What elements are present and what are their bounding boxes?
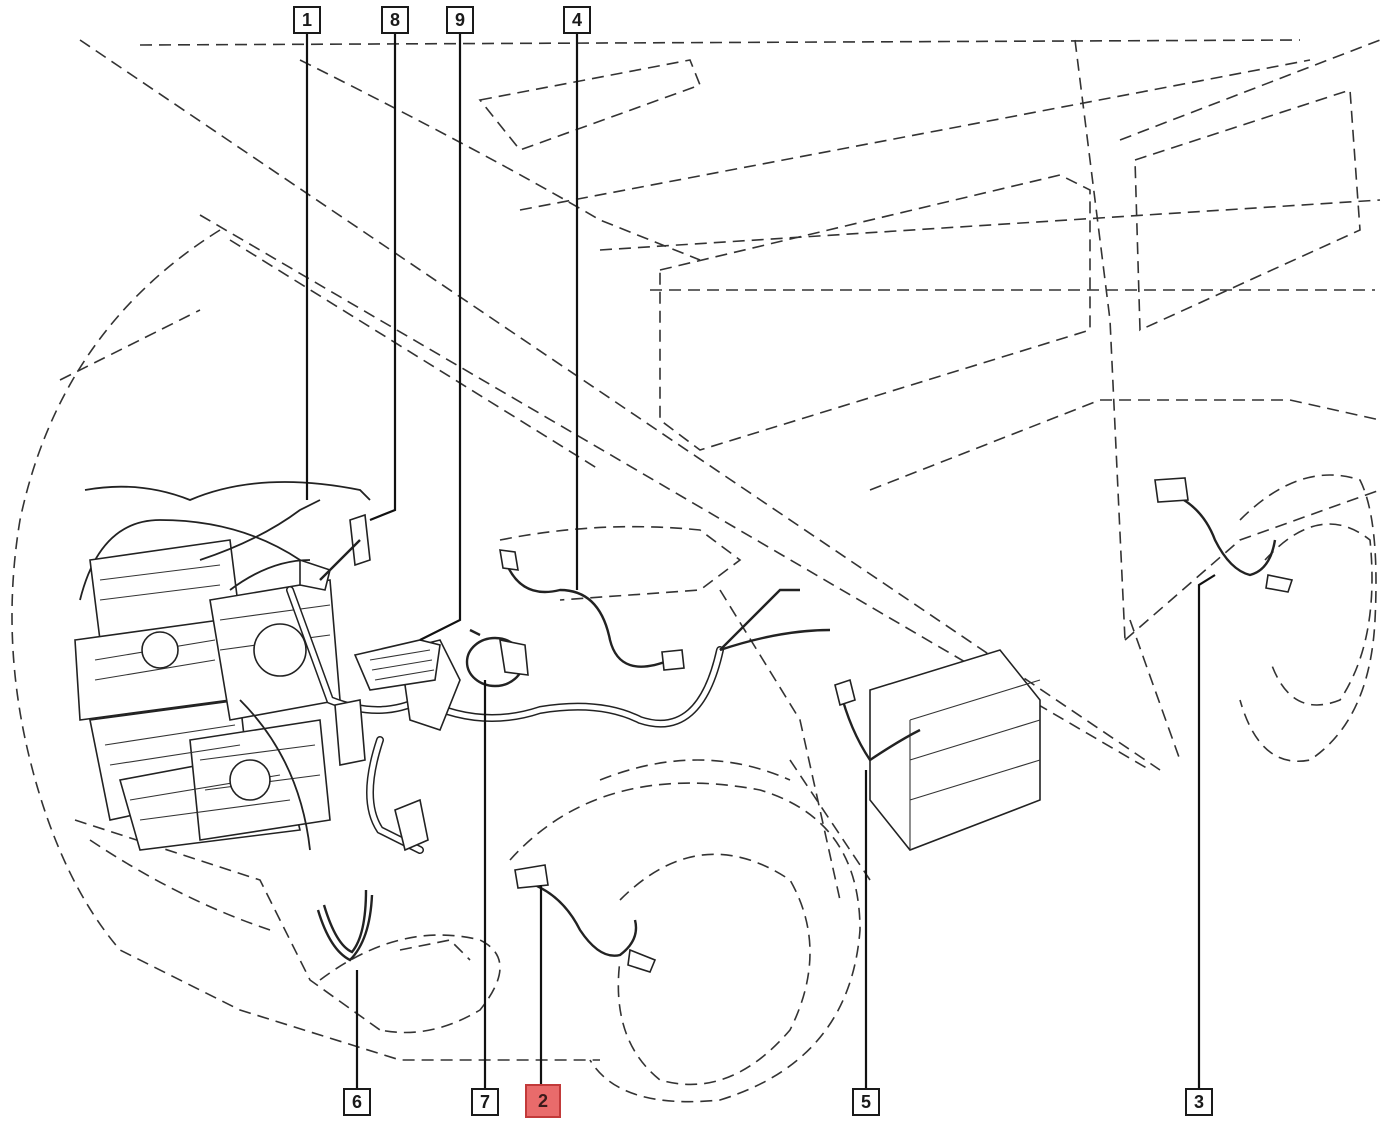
- part-5-battery-cable: [834, 649, 1041, 851]
- vehicle-body-outline: [11, 39, 1381, 1103]
- part-2-cable: [514, 864, 657, 973]
- leader-lines: [305, 32, 1216, 1088]
- part-8-connector: [319, 513, 371, 581]
- main-harness-cable: [286, 558, 831, 854]
- callout-9: 9: [446, 6, 474, 34]
- part-3-cable: [1154, 477, 1294, 593]
- part-7-sensor-loop: [465, 628, 529, 688]
- part-9-fuse-block: [353, 639, 441, 691]
- callout-6: 6: [343, 1088, 371, 1116]
- callout-8: 8: [381, 6, 409, 34]
- callout-5: 5: [852, 1088, 880, 1116]
- callout-7: 7: [471, 1088, 499, 1116]
- engine-harness-assembly: [74, 481, 371, 851]
- callout-3: 3: [1185, 1088, 1213, 1116]
- callout-4: 4: [563, 6, 591, 34]
- callout-2-highlighted: 2: [525, 1084, 561, 1118]
- part-4-harness: [499, 549, 685, 671]
- part-6-ground-strap: [316, 889, 374, 962]
- callout-1: 1: [293, 6, 321, 34]
